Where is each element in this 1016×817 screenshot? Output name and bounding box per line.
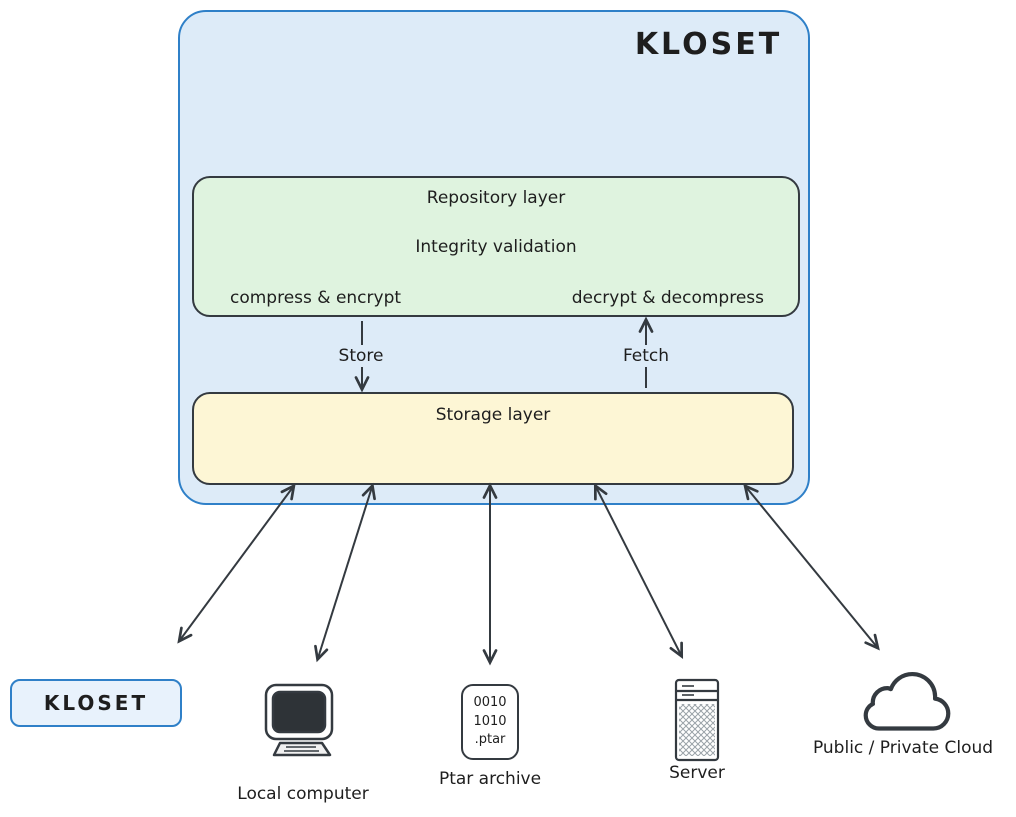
ptar-archive-icon: 0010 1010 .ptar [461,684,519,760]
storage-to-cloud-arrow [743,483,880,651]
decrypt-decompress-label: decrypt & decompress [571,288,764,308]
cloud-icon [863,671,951,731]
ptar-line-1: 0010 [473,694,507,710]
storage-to-kloset-arrow [177,483,296,644]
cloud-label: Public / Private Cloud [812,738,994,758]
storage-to-computer-arrow [314,482,376,663]
storage-layer-title: Storage layer [435,405,551,425]
integrity-validation-label: Integrity validation [415,237,577,257]
kloset-target-box: KLOSET [10,679,182,727]
store-label: Store [326,345,396,367]
storage-to-server-arrow [593,482,684,660]
kloset-target-label: KLOSET [43,691,149,715]
local-computer-label: Local computer [237,784,369,804]
fetch-label: Fetch [611,345,681,367]
repository-layer-title: Repository layer [426,188,566,208]
ptar-archive-label: Ptar archive [438,769,542,789]
compress-encrypt-label: compress & encrypt [230,288,402,308]
server-label: Server [669,763,725,783]
ptar-line-3: .ptar [474,732,506,748]
local-computer-icon [264,683,334,757]
ptar-line-2: 1010 [473,713,507,729]
repository-layer-box [192,176,800,317]
server-icon [674,678,720,762]
kloset-title: KLOSET [634,27,783,62]
